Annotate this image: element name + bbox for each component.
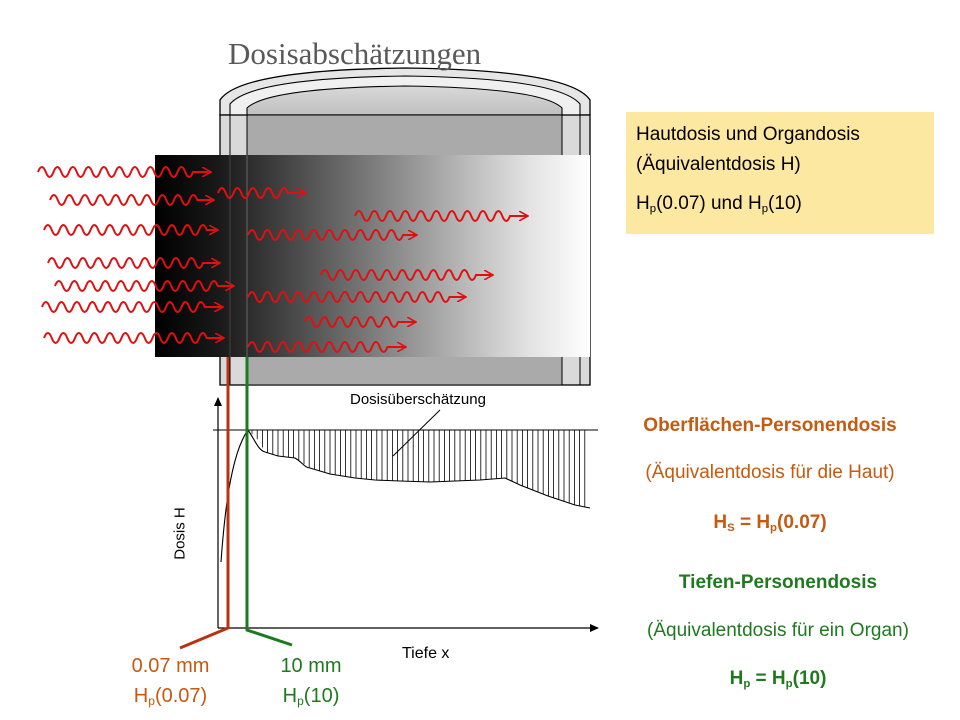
radiation-beam (155, 155, 590, 357)
page-title: Dosisabschätzungen (228, 36, 482, 71)
ray-8 (217, 187, 305, 199)
ray-5 (54, 280, 233, 292)
marker-label-007: 0.07 mm Hp(0.07) (131, 655, 210, 708)
overestimate-hatching (251, 430, 586, 508)
ray-14 (247, 341, 405, 353)
axes (213, 397, 599, 632)
overestimate-label: Dosisüberschätzung (350, 391, 486, 408)
ray-3 (43, 224, 217, 236)
ray-6 (41, 301, 222, 313)
info-box: Hautdosis und Organdosis (Äquivalentdosi… (626, 112, 934, 234)
dose-curve (220, 429, 591, 563)
ray-2 (49, 194, 213, 206)
ray-13 (304, 316, 415, 328)
ray-4 (47, 257, 219, 269)
surface-dose-formula: HS = Hp(0.07) (713, 512, 827, 534)
overestimate-leader (392, 409, 441, 457)
y-axis-label: Dosis H (171, 507, 189, 560)
ray-11 (320, 269, 492, 281)
info-line-2: (Äquivalentdosis H) (636, 154, 801, 175)
ray-9 (354, 210, 527, 222)
info-line-1: Hautdosis und Organdosis (636, 124, 860, 145)
ray-7 (43, 332, 223, 344)
x-axis-label: Tiefe x (402, 645, 450, 662)
depth-dose-description: (Äquivalentdosis für ein Organ) (647, 620, 909, 641)
marker-line-10 (245, 357, 293, 647)
info-line-3: Hp(0.07) und Hp(10) (636, 193, 802, 215)
ray-10 (247, 229, 416, 241)
ray-1 (37, 166, 210, 178)
surface-dose-heading: Oberflächen-Personendosis (643, 415, 897, 436)
radiation-rays (37, 166, 527, 353)
depth-dose-formula: Hp = Hp(10) (729, 668, 827, 690)
marker-line-007 (179, 357, 230, 650)
ray-12 (247, 291, 465, 303)
marker-label-10: 10 mm Hp(10) (280, 655, 342, 708)
depth-dose-heading: Tiefen-Personendosis (678, 572, 878, 593)
surface-dose-description: (Äquivalentdosis für die Haut) (645, 462, 895, 483)
